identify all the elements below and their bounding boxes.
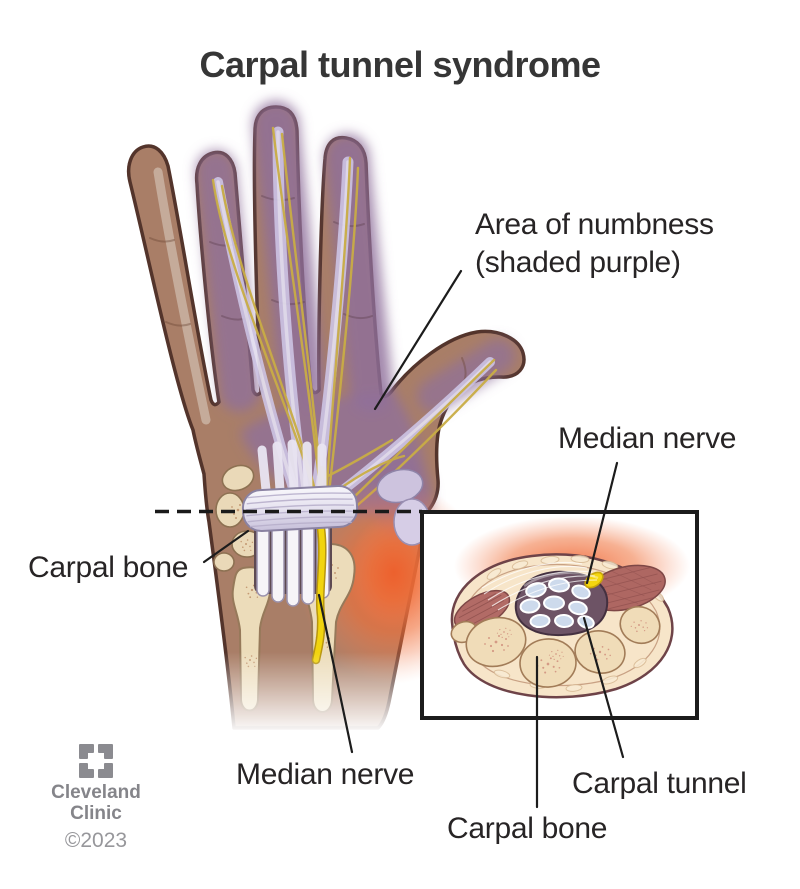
cross-section-inset [420,510,699,720]
copyright-text: ©2023 [64,828,128,852]
label-median-nerve-bottom: Median nerve [236,758,415,791]
label-carpal-bone-bottom: Carpal bone [447,812,608,845]
label-carpal-tunnel: Carpal tunnel [572,767,747,800]
label-area-of-numbness: Area of numbness (shaded purple) [475,206,714,282]
label-carpal-bone-left: Carpal bone [28,551,189,584]
brand-name-line1: Cleveland [51,782,141,803]
cross-section-art [450,516,690,699]
pinky-tendon-sheen [153,167,211,425]
inset-ligament-fibres [481,561,599,611]
label-median-nerve-top: Median nerve [558,422,737,455]
palm-tendon-bundle [257,439,327,495]
label-area-of-numbness-line1: Area of numbness [475,208,714,241]
page-title: Carpal tunnel syndrome [199,44,601,85]
carpal-ligament [241,484,359,533]
brand-name-line2: Clinic [70,803,122,825]
cleveland-clinic-brand: Cleveland Clinic ©2023 [38,744,154,853]
cleveland-clinic-logo-icon [79,744,113,778]
label-area-of-numbness-line2: (shaded purple) [475,245,681,279]
